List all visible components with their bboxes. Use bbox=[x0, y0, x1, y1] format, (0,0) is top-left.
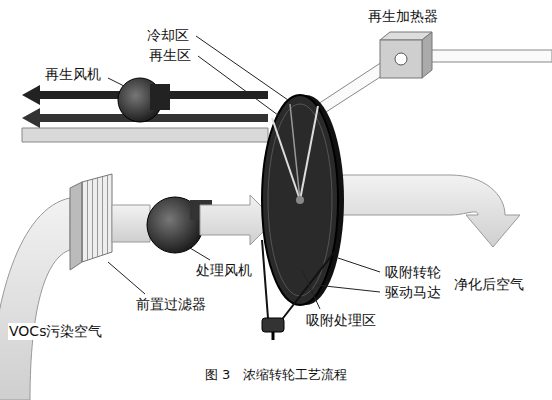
part-label: 冷却区 bbox=[146, 27, 190, 44]
part-label: 吸附处理区 bbox=[305, 312, 377, 329]
part-label: 再生加热器 bbox=[367, 8, 439, 25]
process-air-band bbox=[112, 205, 150, 242]
regen-fan-housing bbox=[150, 84, 170, 110]
pre-filter bbox=[82, 174, 112, 262]
cooling-air-bar bbox=[22, 128, 268, 142]
part-label: 处理风机 bbox=[195, 262, 253, 279]
part-label: 吸附转轮 bbox=[384, 264, 442, 281]
leader-line bbox=[316, 285, 380, 292]
part-label: 再生风机 bbox=[44, 66, 102, 83]
part-label: 驱动马达 bbox=[384, 284, 442, 301]
regen-heater bbox=[380, 40, 422, 78]
clean-air-arrow bbox=[330, 175, 520, 247]
leader-line bbox=[196, 36, 288, 100]
sector-divider bbox=[290, 104, 300, 200]
drive-motor bbox=[262, 318, 284, 332]
leader-line bbox=[302, 270, 320, 309]
heater-outlet-ribbon bbox=[318, 62, 388, 112]
heater-side bbox=[422, 32, 432, 78]
filter-side bbox=[70, 182, 82, 270]
leader-line bbox=[190, 248, 210, 260]
leader-line bbox=[198, 56, 282, 118]
wheel-hub bbox=[296, 196, 304, 204]
adsorption-wheel bbox=[262, 95, 338, 305]
leader-line bbox=[338, 258, 380, 272]
motor-shaft bbox=[272, 332, 275, 340]
inlet-air-arrow bbox=[0, 198, 70, 400]
leader-line bbox=[108, 262, 145, 294]
part-label: 再生区 bbox=[148, 47, 192, 64]
heater-dial bbox=[395, 53, 407, 65]
heater-inlet-ribbon bbox=[425, 50, 552, 62]
part-label: VOCs污染空气 bbox=[8, 323, 103, 340]
part-label: 净化后空气 bbox=[453, 276, 525, 293]
drive-belt bbox=[262, 240, 336, 322]
sector-divider bbox=[300, 106, 318, 200]
figure-caption: 图 3 浓缩转轮工艺流程 bbox=[0, 366, 552, 384]
part-label: 前置过滤器 bbox=[135, 296, 207, 313]
leader-line bbox=[108, 78, 124, 86]
